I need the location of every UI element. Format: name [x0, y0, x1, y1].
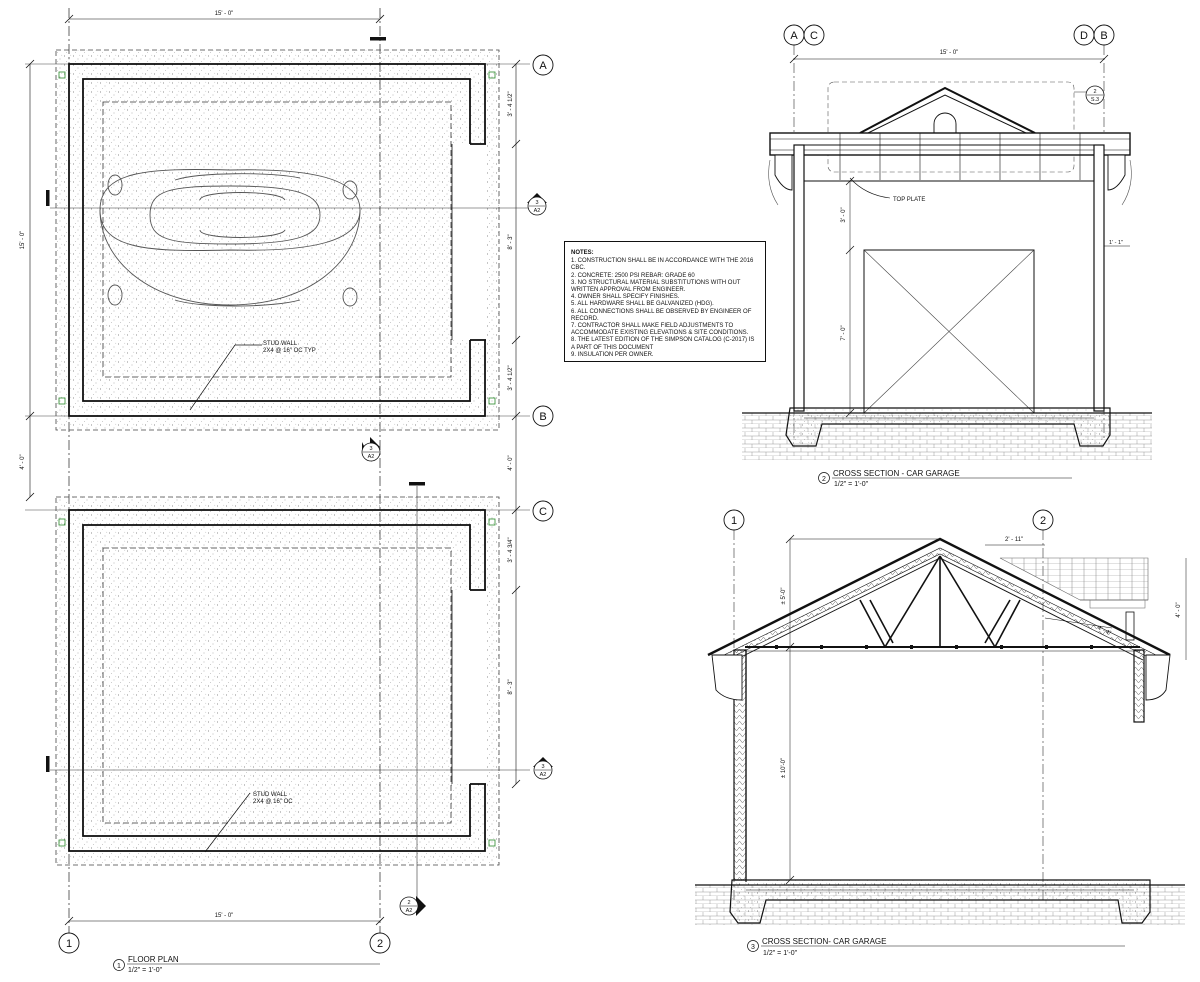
grid-bubble-s2-c: C: [803, 24, 825, 46]
svg-text:2: 2: [1040, 515, 1046, 527]
grid-bubble-s3-2: 2: [1032, 509, 1054, 531]
section3-title-block: 3 CROSS SECTION- CAR GARAGE 1/2" = 1'-0": [747, 937, 1125, 957]
grid-bubble-1: 1: [58, 932, 80, 954]
section3-scale: 1/2" = 1'-0": [763, 950, 798, 957]
section-marker-bottom-lower: 2 A2: [399, 896, 426, 916]
general-notes: NOTES: 1. CONSTRUCTION SHALL BE IN ACCOR…: [564, 241, 766, 362]
svg-text:1: 1: [731, 515, 737, 527]
s2-dim-upper: 3' - 0": [841, 207, 847, 222]
floor-plan-title-block: 1 FLOOR PLAN 1/2" = 1'-0": [113, 955, 380, 974]
s3-dim-eave: 2' - 11": [1005, 537, 1023, 543]
s3-dim-right: 4' - 0": [1176, 602, 1182, 617]
section2-title-block: 2 CROSS SECTION - CAR GARAGE 1/2" = 1'-0…: [818, 469, 1072, 488]
s2-dim-door: 7' - 0": [841, 325, 847, 340]
svg-text:3: 3: [535, 200, 538, 206]
svg-text:C: C: [810, 30, 818, 42]
section-marker-bottom-upper: 3 A2: [361, 437, 381, 462]
fp-dim-right-6: 8' - 3": [508, 679, 514, 694]
fp-dim-right-2: 8' - 3": [508, 234, 514, 249]
svg-text:2: 2: [1093, 89, 1096, 95]
s3-dim-small: 4' - 4": [1096, 625, 1111, 636]
svg-text:A: A: [790, 30, 798, 42]
s2-dim-top: 15' - 0": [940, 50, 959, 56]
svg-text:A2: A2: [540, 772, 547, 778]
note-line: 4. OWNER SHALL SPECIFY FINISHES.: [571, 294, 680, 301]
fp-dim-left-gap: 4' - 0": [20, 454, 26, 469]
grid-bubble-2: 2: [369, 932, 391, 954]
s3-dim-ridge: ± 5'-0": [781, 588, 787, 605]
svg-text:1: 1: [117, 963, 121, 970]
floor-plan: STUD WALL 2X4 @ 16" OC TYP STUD WALL 2X4…: [20, 8, 554, 974]
corner-anchor-icons: [58, 71, 496, 847]
svg-text:2: 2: [407, 900, 410, 906]
stud-wall-upper-line2: 2X4 @ 16" OC TYP: [263, 348, 316, 354]
svg-text:B: B: [539, 411, 546, 423]
fp-dim-left-upper: 15' - 0": [20, 231, 26, 250]
fp-dim-right-1: 3' - 4 1/2": [508, 91, 514, 116]
grid-bubble-c: C: [532, 500, 554, 522]
grid-bubble-s3-1: 1: [723, 509, 745, 531]
svg-text:2: 2: [377, 938, 383, 950]
note-line: 5. ALL HARDWARE SHALL BE GALVANIZED (HDG…: [571, 301, 714, 308]
svg-text:S.3: S.3: [1091, 97, 1099, 103]
stud-wall-lower-line2: 2X4 @ 16" OC: [253, 799, 293, 805]
detail-callout-bubble: 2 S.3: [1085, 85, 1105, 105]
svg-text:3: 3: [369, 446, 372, 452]
grid-bubble-b: B: [532, 405, 554, 427]
svg-text:1: 1: [66, 938, 72, 950]
fp-dim-right-3: 3' - 4 1/2": [508, 365, 514, 390]
top-plate-label: TOP PLATE: [893, 197, 925, 203]
note-line: 8. THE LATEST EDITION OF THE SIMPSON CAT…: [571, 337, 755, 351]
svg-text:3: 3: [751, 944, 755, 951]
cross-section-3: 1 2: [695, 509, 1187, 957]
note-line: 9. INSULATION PER OWNER.: [571, 351, 654, 358]
svg-text:C: C: [539, 506, 547, 518]
notes-heading: NOTES:: [571, 250, 594, 256]
floor-plan-title: FLOOR PLAN: [128, 955, 179, 964]
stud-wall-lower-line1: STUD WALL: [253, 792, 288, 798]
svg-text:A: A: [539, 60, 547, 72]
svg-text:2: 2: [822, 476, 826, 483]
fp-dim-top: 15' - 0": [215, 11, 234, 17]
section2-scale: 1/2" = 1'-0": [834, 481, 869, 488]
s2-dim-overhang: 1' - 1": [1109, 240, 1123, 246]
grid-bubble-s2-b: B: [1093, 24, 1115, 46]
car-outline-icon: [99, 169, 361, 307]
section-marker-right-upper: 3 A2: [527, 193, 547, 216]
stud-wall-upper-line1: STUD WALL: [263, 341, 298, 347]
svg-text:3: 3: [541, 764, 544, 770]
s3-dim-wall: ± 10'-0": [781, 758, 787, 778]
section3-title: CROSS SECTION- CAR GARAGE: [762, 937, 886, 946]
note-line: 1. CONSTRUCTION SHALL BE IN ACCORDANCE W…: [571, 258, 754, 272]
fp-dim-bottom: 15' - 0": [215, 913, 234, 919]
cross-section-2: A C D B 15' - 0" 2 S.3: [742, 24, 1152, 488]
grid-bubble-s2-d: D: [1073, 24, 1095, 46]
svg-text:A2: A2: [368, 454, 375, 460]
note-line: 3. NO STRUCTURAL MATERIAL SUBSTITUTIONS …: [571, 279, 741, 294]
fp-dim-right-5: 3' - 4 3/4": [508, 537, 514, 562]
grid-bubble-s2-a: A: [783, 24, 805, 46]
svg-text:B: B: [1100, 30, 1107, 42]
floor-plan-scale: 1/2" = 1'-0": [128, 967, 163, 974]
section2-title: CROSS SECTION - CAR GARAGE: [833, 469, 960, 478]
section-marker-right-lower: 3 A2: [533, 757, 553, 780]
fp-dim-right-4: 4' - 0": [508, 455, 514, 470]
grid-bubble-a: A: [532, 54, 554, 76]
svg-text:A2: A2: [534, 208, 541, 214]
note-line: 6. ALL CONNECTIONS SHALL BE OBSERVED BY …: [571, 308, 752, 322]
svg-text:D: D: [1080, 30, 1088, 42]
svg-text:A2: A2: [406, 908, 413, 914]
note-line: 7. CONTRACTOR SHALL MAKE FIELD ADJUSTMEN…: [571, 323, 749, 337]
note-line: 2. CONCRETE: 2500 PSI REBAR: GRADE 60: [571, 272, 695, 279]
